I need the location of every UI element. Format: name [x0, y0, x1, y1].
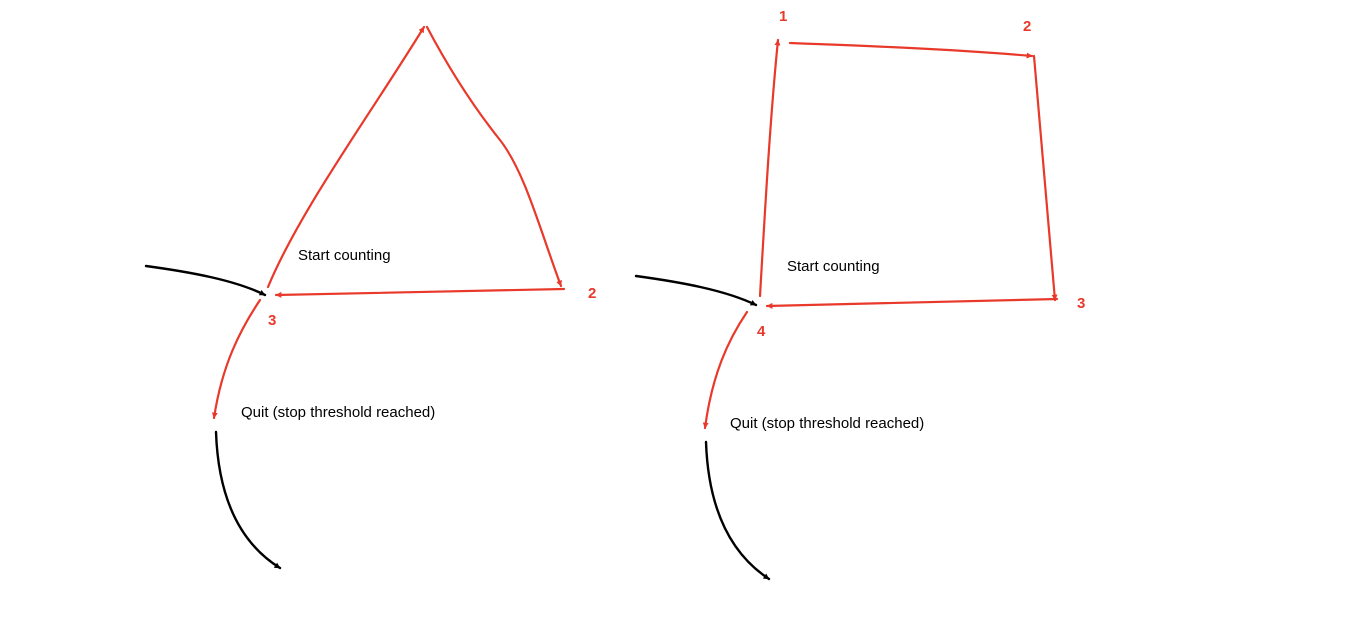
right-quit-label: Quit (stop threshold reached) [730, 415, 924, 432]
left-quit-label: Quit (stop threshold reached) [241, 404, 435, 421]
right-entry-arrow [634, 274, 758, 307]
left-marker-2: 2 [588, 285, 596, 302]
left-edge-to-2 [425, 25, 563, 288]
left-start-label: Start counting [298, 247, 391, 264]
right-edge-to-1 [758, 38, 781, 298]
right-diagram: Start counting Quit (stop threshold reac… [634, 8, 1085, 581]
right-marker-2: 2 [1023, 18, 1031, 35]
right-edge-to-3 [1032, 54, 1058, 302]
left-continue-arrow [214, 430, 282, 570]
left-exit-arrow [211, 298, 262, 420]
right-continue-arrow [704, 440, 771, 581]
left-diagram: Start counting Quit (stop threshold reac… [144, 25, 596, 570]
right-marker-1: 1 [779, 8, 787, 25]
right-edge-to-2 [788, 41, 1034, 59]
right-start-label: Start counting [787, 258, 880, 275]
left-marker-3: 3 [268, 312, 276, 329]
right-marker-3: 3 [1077, 295, 1085, 312]
left-edge-to-3 [274, 287, 566, 298]
right-marker-4: 4 [757, 323, 766, 340]
left-entry-arrow [144, 264, 267, 297]
right-exit-arrow [702, 310, 749, 430]
right-edge-to-4 [765, 297, 1059, 309]
left-edge-to-top [266, 25, 426, 289]
